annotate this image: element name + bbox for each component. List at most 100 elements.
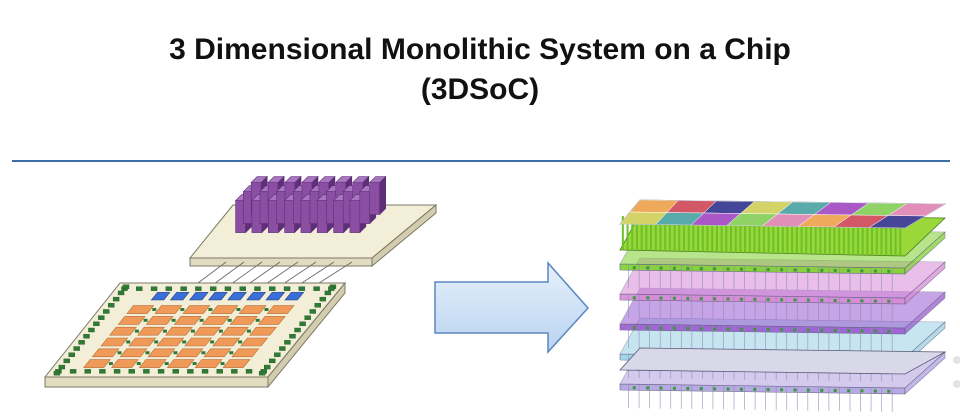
surface-tile	[868, 215, 926, 229]
core-cell	[110, 359, 139, 368]
memory-fin-front	[359, 191, 371, 224]
layer-node	[739, 387, 743, 391]
layer-node	[793, 268, 797, 272]
core-cell	[137, 326, 165, 336]
interface-pad	[246, 292, 267, 301]
layer-node	[887, 329, 891, 333]
io-pad	[313, 286, 320, 291]
memory-fin-front	[316, 200, 328, 233]
io-pad	[122, 284, 130, 289]
layer-node	[699, 297, 703, 301]
router-node	[173, 351, 178, 355]
io-pad	[68, 352, 75, 357]
router-node	[162, 329, 167, 333]
layer-node	[632, 266, 636, 270]
core-cell	[100, 337, 129, 347]
io-pad	[289, 333, 296, 339]
layer-node	[873, 389, 877, 393]
core-cell	[194, 359, 223, 368]
core-cell	[83, 359, 111, 368]
layer-node	[847, 329, 851, 333]
core-cell	[138, 359, 167, 368]
io-pad	[201, 369, 209, 374]
layer-node	[820, 268, 824, 272]
layer-node	[820, 388, 824, 392]
io-pad	[69, 369, 77, 374]
interface-pad	[208, 292, 228, 301]
layer-node	[632, 326, 636, 330]
core-cell	[166, 359, 195, 368]
io-pad	[165, 286, 173, 291]
core-cell	[229, 316, 258, 325]
layer-node	[793, 328, 797, 332]
core-grid	[83, 305, 295, 368]
io-pad	[224, 286, 232, 291]
io-pad	[53, 371, 61, 376]
interface-pad	[227, 292, 247, 301]
io-pad	[328, 286, 335, 291]
io-pad	[294, 327, 301, 333]
router-node	[238, 340, 243, 344]
layer-node	[739, 267, 743, 271]
router-node	[199, 318, 204, 322]
layer-node	[739, 327, 743, 331]
slide-title-line-1: 3 Dimensional Monolithic System on a Chi…	[169, 33, 791, 66]
io-pad	[324, 290, 332, 296]
io-pad	[264, 364, 271, 370]
layer-node	[686, 266, 690, 270]
layer-node	[753, 327, 757, 331]
transform-arrow	[434, 261, 590, 354]
io-pad	[299, 321, 306, 327]
router-node	[236, 308, 241, 312]
layer-node	[860, 329, 864, 333]
io-pad	[83, 333, 90, 339]
layer-node	[646, 296, 650, 300]
router-node	[218, 329, 223, 333]
router-node	[208, 308, 213, 312]
layer-node	[686, 326, 690, 330]
io-pad	[284, 340, 291, 345]
layer-node	[820, 298, 824, 302]
layer-node	[739, 297, 743, 301]
layer-node	[806, 388, 810, 392]
io-pad	[231, 369, 238, 374]
layer-node	[672, 326, 676, 330]
io-pad	[187, 369, 194, 374]
layer-node	[833, 389, 837, 393]
memory-fin-top	[352, 176, 370, 183]
layer-node	[659, 266, 663, 270]
io-pad	[304, 315, 311, 320]
layer-node	[753, 267, 757, 271]
lower-board-front	[44, 376, 269, 388]
layer-node	[806, 328, 810, 332]
layer-node	[659, 386, 663, 390]
io-pad	[283, 286, 291, 291]
io-pad	[143, 369, 150, 374]
core-cell	[238, 305, 267, 314]
layer-node	[699, 327, 703, 331]
router-node	[180, 308, 185, 312]
interface-pads	[150, 292, 305, 301]
io-pad	[150, 286, 158, 291]
core-cell	[221, 326, 249, 336]
io-pad	[209, 286, 217, 291]
layer-node	[713, 327, 717, 331]
core-cell	[257, 316, 286, 325]
router-node	[117, 351, 122, 355]
layer-node	[860, 299, 864, 303]
memory-fin-top	[301, 176, 319, 183]
io-pad	[269, 358, 276, 364]
io-pad	[180, 286, 187, 291]
slide-title: 3 Dimensional Monolithic System on a Chi…	[0, 30, 960, 110]
io-pad	[88, 327, 95, 333]
io-pad	[58, 364, 66, 370]
layer-node	[632, 296, 636, 300]
router-node	[246, 329, 251, 333]
layer-node	[766, 268, 770, 272]
router-node	[255, 318, 260, 322]
io-pad	[107, 303, 115, 308]
layer-node	[713, 387, 717, 391]
io-pad	[269, 286, 276, 291]
layer-node	[766, 298, 770, 302]
